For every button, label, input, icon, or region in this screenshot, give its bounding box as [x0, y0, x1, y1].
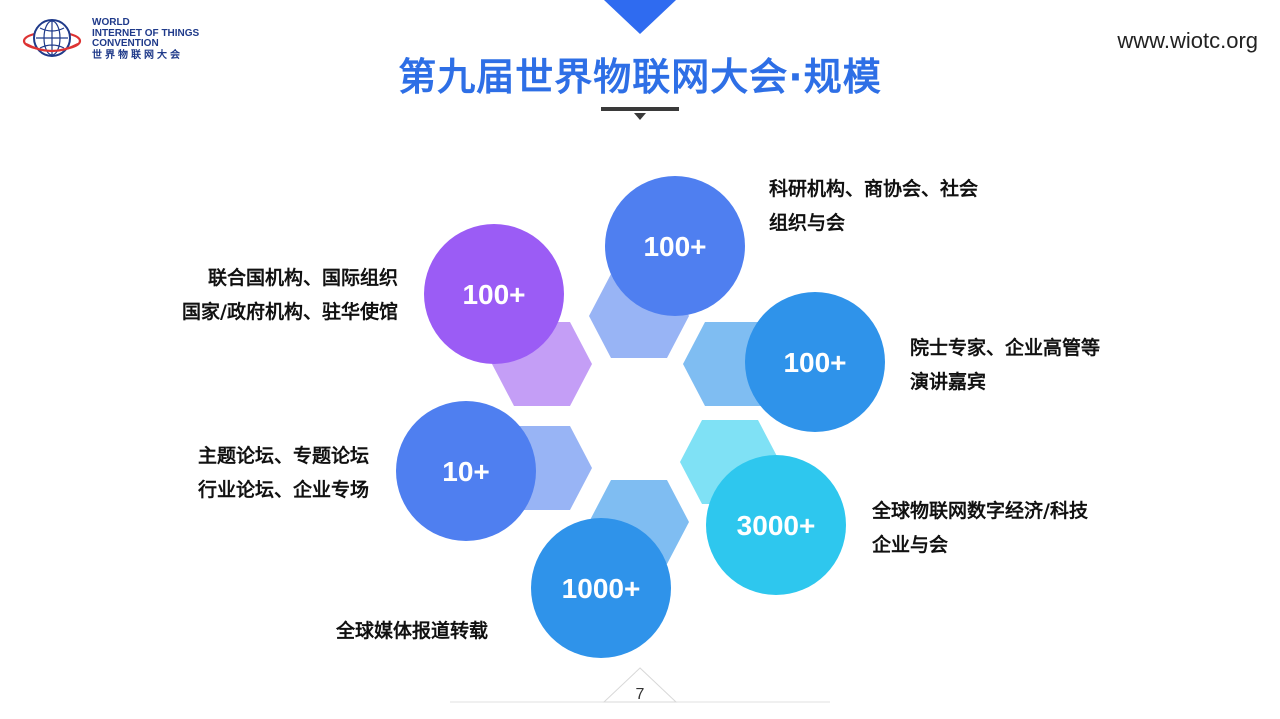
wiot-logo-icon: [22, 19, 82, 57]
description-4-line-2: 行业论坛、企业专场: [197, 479, 369, 501]
description-2-line-1: 科研机构、商协会、社会: [769, 178, 979, 200]
value-label-5: 3000+: [737, 510, 816, 541]
value-label-1: 100+: [462, 279, 525, 310]
page-number: 7: [635, 686, 645, 703]
circle-6: [531, 518, 671, 658]
logo-line-1: WORLD: [92, 17, 130, 28]
title-caret-icon: [634, 113, 646, 120]
footer-triangle: [602, 667, 678, 703]
logo-line-3: CONVENTION: [92, 38, 159, 49]
description-6-line-1: 全球媒体报道转载: [336, 620, 489, 642]
description-4-line-1: 主题论坛、专题论坛: [197, 445, 369, 467]
description-4: 主题论坛、专题论坛 行业论坛、企业专场: [198, 439, 369, 507]
description-1-line-2: 国家/政府机构、驻华使馆: [182, 301, 398, 323]
value-label-3: 100+: [783, 347, 846, 378]
circle-4: [396, 401, 536, 541]
description-3-line-2: 演讲嘉宾: [910, 371, 987, 393]
description-5: 全球物联网数字经济/科技 企业与会: [872, 494, 1088, 562]
description-3-line-1: 院士专家、企业高管等: [910, 337, 1101, 359]
value-label-2: 100+: [643, 231, 706, 262]
circle-2: [605, 176, 745, 316]
description-1-line-1: 联合国机构、国际组织: [207, 267, 398, 289]
description-2-line-2: 组织与会: [769, 212, 846, 234]
logo-line-4: 世界物联网大会: [92, 49, 183, 61]
logo-wordmark: WORLD INTERNET OF THINGS CONVENTION 世界物联…: [92, 17, 200, 61]
description-3: 院士专家、企业高管等 演讲嘉宾: [910, 331, 1100, 399]
page-title: 第九届世界物联网大会·规模: [398, 55, 882, 99]
circle-3: [745, 292, 885, 432]
circle-5: [706, 455, 846, 595]
circle-1: [424, 224, 564, 364]
description-2: 科研机构、商协会、社会 组织与会: [769, 172, 978, 240]
top-triangle-decoration: [604, 0, 676, 34]
website-url: www.wiotc.org: [1117, 28, 1258, 53]
description-6: 全球媒体报道转载: [336, 614, 488, 648]
description-5-line-2: 企业与会: [872, 534, 949, 556]
description-1: 联合国机构、国际组织 国家/政府机构、驻华使馆: [182, 261, 398, 329]
value-label-6: 1000+: [562, 573, 641, 604]
description-5-line-1: 全球物联网数字经济/科技: [872, 500, 1088, 522]
title-underline: [601, 107, 679, 111]
value-label-4: 10+: [442, 456, 490, 487]
logo-line-2: INTERNET OF THINGS: [92, 27, 200, 39]
